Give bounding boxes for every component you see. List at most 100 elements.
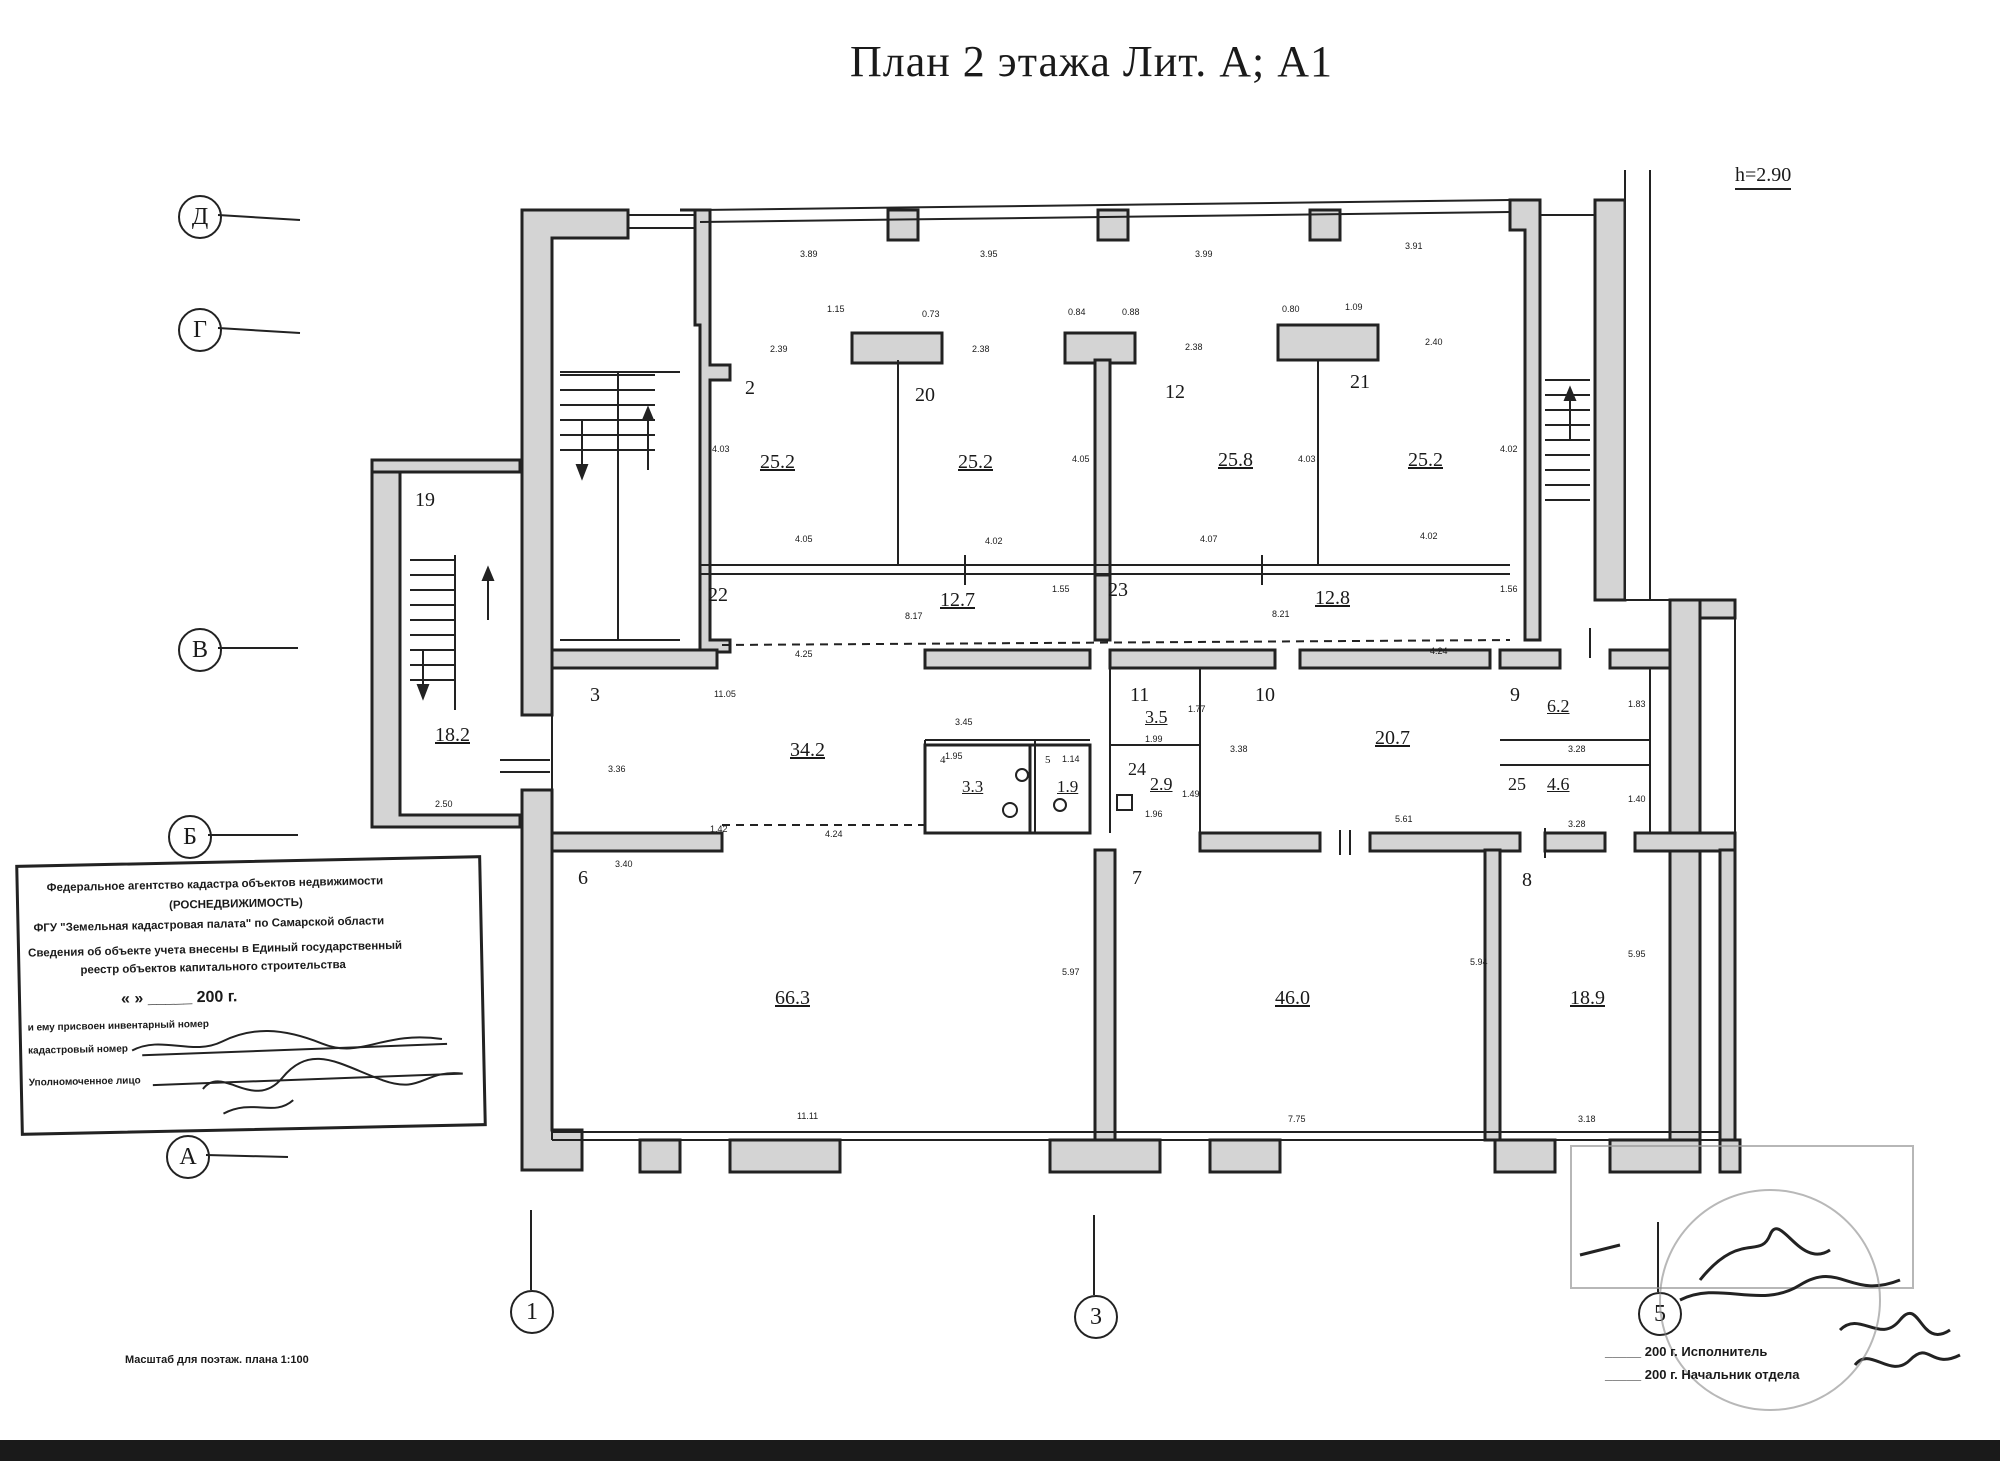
axis-row-g: Г <box>178 308 222 352</box>
room-area: 25.2 <box>958 451 993 473</box>
room-number: 9 <box>1510 684 1520 706</box>
approval-stamp <box>1570 1145 1914 1289</box>
dimension: 1.15 <box>827 304 845 314</box>
room-number: 5 <box>1045 754 1051 766</box>
room-area: 6.2 <box>1547 696 1570 716</box>
plan-title: План 2 этажа Лит. А; А1 <box>850 37 1334 86</box>
axis-row-a: А <box>166 1135 210 1179</box>
dimension: 2.38 <box>1185 342 1203 352</box>
dimension: 8.17 <box>905 611 923 621</box>
room-number: 24 <box>1128 759 1146 779</box>
registration-stamp: Федеральное агентство кадастра объектов … <box>15 855 487 1136</box>
footer-executor: _____ 200 г. Исполнитель <box>1605 1344 1768 1359</box>
ceiling-height-label: h=2.90 <box>1735 165 1792 190</box>
dimension: 4.24 <box>1430 646 1448 656</box>
dimension: 11.05 <box>714 689 736 699</box>
dimension: 4.03 <box>1298 454 1316 464</box>
dimension: 2.38 <box>972 344 990 354</box>
dimension: 3.95 <box>980 249 998 259</box>
dimension: 3.38 <box>1230 744 1248 754</box>
dimension: 4.05 <box>1072 454 1090 464</box>
dimension: 4.03 <box>712 444 730 454</box>
dimension: 1.55 <box>1052 584 1070 594</box>
axis-row-d: Д <box>178 195 222 239</box>
room-number: 20 <box>915 384 935 406</box>
room-number: 6 <box>578 867 588 889</box>
room-number: 25 <box>1508 774 1526 794</box>
partitions <box>410 170 1736 1141</box>
dimension: 3.89 <box>800 249 818 259</box>
dimension: 3.40 <box>615 859 633 869</box>
dimension: 4.25 <box>795 649 813 659</box>
room-number: 2 <box>745 377 755 399</box>
scale-note: Масштаб для поэтаж. плана 1:100 <box>125 1354 309 1366</box>
dimension: 3.45 <box>955 717 973 727</box>
dimension: 1.14 <box>1062 754 1080 764</box>
fixtures <box>1002 768 1133 818</box>
dimension: 1.99 <box>1145 734 1163 744</box>
dimension: 0.80 <box>1282 304 1300 314</box>
dimension: 1.42 <box>710 824 728 834</box>
room-area: 66.3 <box>775 987 810 1009</box>
room-number: 11 <box>1130 684 1150 706</box>
room-area: 25.8 <box>1218 449 1253 471</box>
dimension: 1.49 <box>1182 789 1200 799</box>
room-number: 12 <box>1165 381 1185 403</box>
room-number: 19 <box>415 489 435 511</box>
room-number: 7 <box>1132 867 1142 889</box>
room-area: 12.7 <box>940 589 975 611</box>
dimension: 1.95 <box>945 751 963 761</box>
dimension: 5.95 <box>1628 949 1646 959</box>
room-area: 1.9 <box>1057 777 1079 796</box>
dimension: 8.21 <box>1272 609 1290 619</box>
dimension: 0.88 <box>1122 307 1140 317</box>
room-number: 4 <box>940 754 946 766</box>
room-number: 21 <box>1350 371 1370 393</box>
toilet-block <box>923 743 1092 835</box>
room-area: 4.6 <box>1547 774 1570 794</box>
room-area: 25.2 <box>1408 449 1443 471</box>
dimension: 4.24 <box>825 829 843 839</box>
dimension: 1.96 <box>1145 809 1163 819</box>
dimension: 3.36 <box>608 764 626 774</box>
room-area: 18.2 <box>435 724 470 746</box>
dimension: 3.18 <box>1578 1114 1596 1124</box>
room-area: 3.5 <box>1145 707 1168 727</box>
dimension: 4.02 <box>985 536 1003 546</box>
axis-col-1: 1 <box>510 1290 554 1334</box>
room-area: 20.7 <box>1375 727 1410 749</box>
axis-row-b: Б <box>168 815 212 859</box>
room-area: 25.2 <box>760 451 795 473</box>
dimension: 3.28 <box>1568 744 1586 754</box>
room-number: 3 <box>590 684 600 706</box>
room-number: 10 <box>1255 684 1275 706</box>
dimension: 7.75 <box>1288 1114 1306 1124</box>
dimension: 4.07 <box>1200 534 1218 544</box>
dimension: 1.56 <box>1500 584 1518 594</box>
dimension: 1.40 <box>1628 794 1646 804</box>
dimension: 5.97 <box>1062 967 1080 977</box>
room-number: 23 <box>1108 579 1128 601</box>
dimension: 3.91 <box>1405 241 1423 251</box>
signature-scribbles <box>131 1030 463 1115</box>
dimension: 1.77 <box>1188 704 1206 714</box>
room-area: 18.9 <box>1570 987 1605 1009</box>
dimension: 1.83 <box>1628 699 1646 709</box>
room-area: 12.8 <box>1315 587 1350 609</box>
room-number: 8 <box>1522 869 1532 891</box>
dimension: 0.84 <box>1068 307 1086 317</box>
dimension: 2.40 <box>1425 337 1443 347</box>
room-area: 34.2 <box>790 739 825 761</box>
axis-leaders <box>205 214 1659 1295</box>
dimension: 4.05 <box>795 534 813 544</box>
dimension: 3.28 <box>1568 819 1586 829</box>
dimension: 2.39 <box>770 344 788 354</box>
room-area: 3.3 <box>962 777 984 796</box>
walls <box>370 170 1742 1174</box>
dimension: 11.11 <box>797 1111 819 1121</box>
room-area: 2.9 <box>1150 774 1173 794</box>
footer-head: _____ 200 г. Начальник отдела <box>1605 1367 1800 1382</box>
axis-row-v: В <box>178 628 222 672</box>
dimension: 1.09 <box>1345 302 1363 312</box>
